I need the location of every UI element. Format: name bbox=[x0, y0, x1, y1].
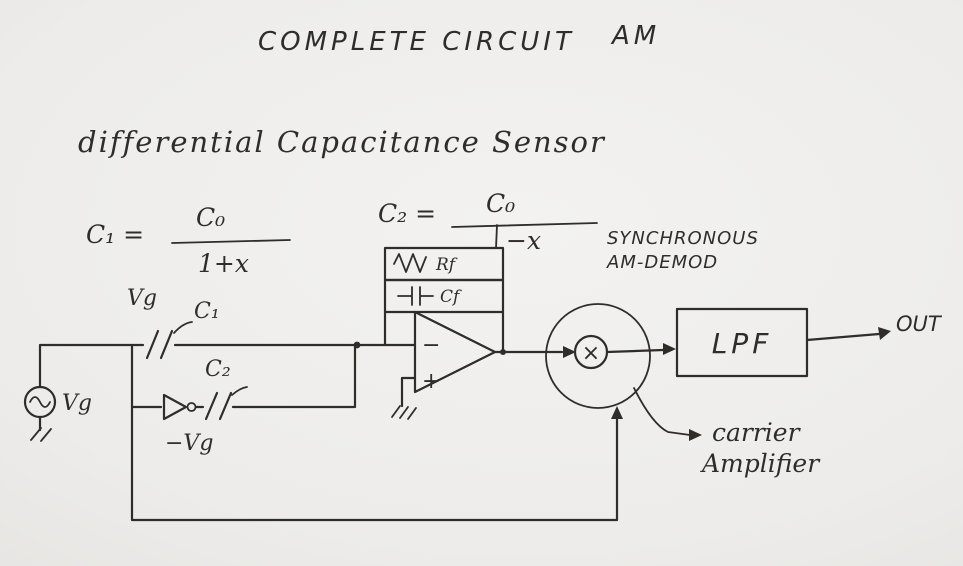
formula-c2-lhs: C₂ = bbox=[378, 199, 436, 228]
formula-c2: C₂ = C₀ −x bbox=[378, 189, 598, 255]
sync-demod-line1: SYNCHRONOUS bbox=[607, 228, 759, 249]
formula-c1-lhs: C₁ = bbox=[86, 220, 144, 249]
page-title-suffix: AM bbox=[610, 21, 660, 51]
vg-source-label: Vg bbox=[62, 391, 92, 416]
formula-c2-denominator: −x bbox=[506, 226, 541, 255]
lpf-output: LPF OUT bbox=[675, 307, 943, 378]
formula-c1-fraction-bar bbox=[171, 239, 291, 244]
wire-plus-to-ground bbox=[400, 376, 417, 408]
carrier-label-line1: carrier bbox=[712, 418, 802, 447]
sync-demod-note: SYNCHRONOUS AM-DEMOD bbox=[606, 228, 759, 273]
page-title: COMPLETE CIRCUIT bbox=[258, 27, 575, 57]
resistor-rf-zigzag-icon bbox=[393, 253, 427, 273]
opamp-minus-label: − bbox=[422, 333, 440, 358]
cf-box bbox=[383, 278, 505, 314]
sync-demod-line2: AM-DEMOD bbox=[606, 252, 718, 273]
multiplier-symbol: × bbox=[582, 341, 600, 366]
lpf-box bbox=[675, 307, 809, 378]
feedback-network: Rf Cf bbox=[383, 246, 506, 355]
ground-hatch-source-icon bbox=[30, 427, 52, 442]
lpf-label: LPF bbox=[712, 327, 773, 360]
opamp-plus-label: + bbox=[422, 369, 440, 394]
wire-carrier-feed bbox=[130, 405, 619, 522]
c1-pointer-hook bbox=[173, 321, 193, 334]
sensor-branches: C₁ Vg C₂ −Vg bbox=[38, 286, 417, 456]
arrowhead-into-lpf bbox=[663, 343, 676, 355]
ac-source: Vg bbox=[23, 385, 92, 442]
headings: COMPLETE CIRCUIT AM differential Capacit… bbox=[78, 21, 660, 159]
capacitor-cf-icon bbox=[397, 286, 434, 306]
c2-label: C₂ bbox=[205, 357, 231, 382]
cf-label: Cf bbox=[440, 287, 462, 307]
rf-label: Rf bbox=[435, 255, 458, 275]
inverter-bubble-symbol bbox=[186, 402, 197, 412]
wire-source-to-c1 bbox=[38, 343, 145, 389]
wire-c2-to-node bbox=[231, 343, 357, 409]
ac-source-wave-icon bbox=[29, 396, 51, 408]
arrowhead-into-multiplier bbox=[563, 346, 576, 358]
formula-c1-denominator: 1+x bbox=[198, 249, 249, 278]
carrier-loop bbox=[130, 405, 623, 522]
arrowhead-carrier-up bbox=[611, 406, 623, 419]
c2-pointer-hook bbox=[231, 386, 248, 396]
inverter-triangle-symbol bbox=[162, 393, 188, 421]
opamp-triangle bbox=[413, 310, 497, 394]
subtitle: differential Capacitance Sensor bbox=[78, 125, 606, 159]
c1-label: C₁ bbox=[194, 299, 220, 324]
capacitor-c2-symbol bbox=[204, 391, 233, 421]
multiplier-demod: × bbox=[493, 303, 676, 409]
vg-neg-label: −Vg bbox=[165, 431, 213, 456]
formula-c2-tick bbox=[495, 224, 498, 249]
ground-hatch-opamp-icon bbox=[391, 405, 417, 420]
formula-c2-fraction-bar bbox=[451, 222, 598, 228]
demod-highlight-circle bbox=[545, 303, 651, 409]
out-label: OUT bbox=[896, 312, 943, 336]
wire-multiplier-to-lpf bbox=[605, 348, 665, 354]
carrier-annotation-arrow bbox=[633, 387, 691, 436]
capacitor-c1-symbol bbox=[145, 329, 174, 360]
formula-c2-numerator: C₀ bbox=[486, 189, 515, 218]
arrowhead-carrier-label bbox=[689, 429, 702, 441]
carrier-label-line2: Amplifier bbox=[700, 449, 821, 478]
formula-c1: C₁ = C₀ 1+x bbox=[86, 203, 291, 278]
arrowhead-out bbox=[878, 327, 891, 340]
wire-lpf-to-out bbox=[805, 332, 881, 342]
wire-branch-c2-left bbox=[130, 343, 163, 409]
vg-top-label: Vg bbox=[127, 286, 157, 311]
formula-c1-numerator: C₀ bbox=[196, 203, 225, 232]
carrier-annotation: carrier Amplifier bbox=[633, 387, 821, 478]
opamp: − + bbox=[391, 310, 497, 420]
